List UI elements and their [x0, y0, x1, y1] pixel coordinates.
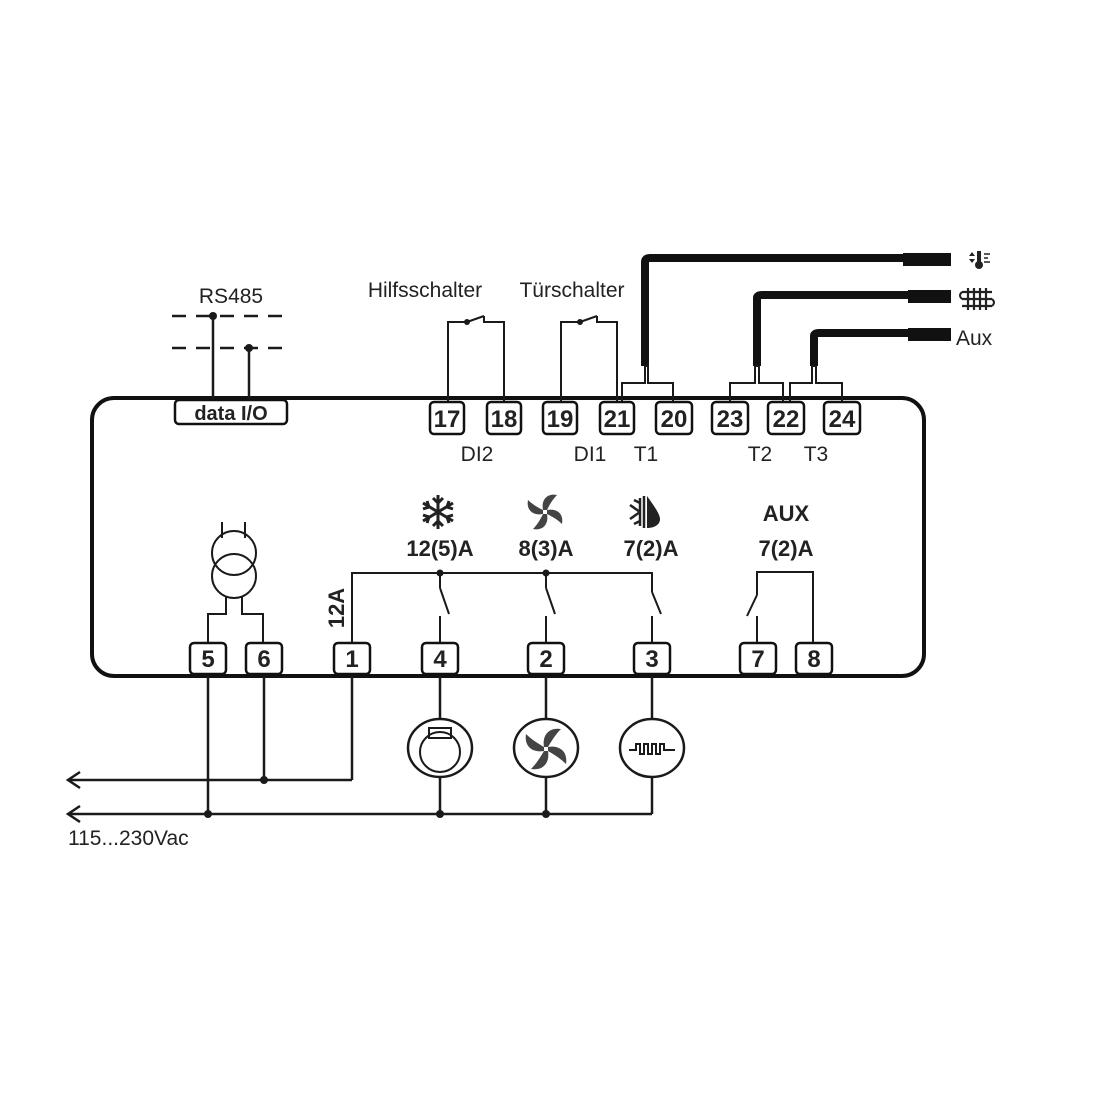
svg-text:5: 5: [201, 646, 214, 673]
t3-label: T3: [804, 443, 829, 466]
terminal-18[interactable]: 18: [485, 400, 523, 436]
relay-circuit: [351, 569, 814, 644]
t2-label: T2: [748, 443, 773, 466]
terminal-3[interactable]: 3: [632, 641, 672, 676]
svg-text:6: 6: [257, 646, 270, 673]
terminal-7[interactable]: 7: [738, 641, 778, 676]
thermometer-icon: [969, 251, 990, 269]
probe-tip-3: [908, 328, 951, 341]
bottom-terminal-row: 5 6 1 4 2 3 7 8: [188, 641, 834, 676]
svg-text:22: 22: [773, 406, 800, 433]
terminal-1[interactable]: 1: [332, 641, 372, 676]
t1-label: T1: [634, 443, 659, 466]
terminal-4[interactable]: 4: [420, 641, 460, 676]
supply-wiring: [65, 676, 654, 824]
terminal-8[interactable]: 8: [794, 641, 834, 676]
heater-icon: [618, 717, 686, 779]
svg-text:18: 18: [491, 406, 518, 433]
probe-cables: [621, 253, 951, 402]
svg-text:20: 20: [661, 406, 688, 433]
snowflake-icon: [422, 495, 454, 529]
supply-arrow-l: [65, 770, 81, 790]
supply-arrow-n: [65, 804, 81, 824]
svg-text:2: 2: [539, 646, 552, 673]
terminal-21[interactable]: 21: [598, 400, 636, 436]
terminal-24[interactable]: 24: [822, 400, 862, 436]
compressor-rating: 12(5)A: [406, 536, 473, 561]
svg-text:23: 23: [717, 406, 744, 433]
top-terminal-row: 17 18 19 21 20 23 22 24: [428, 400, 862, 436]
aux-switch-label: Hilfsschalter: [368, 279, 482, 302]
common-rating-label: 12A: [324, 588, 349, 628]
door-switch-symbol: [560, 315, 618, 402]
fan-motor-icon: [512, 717, 580, 779]
fan-icon: [527, 494, 563, 530]
svg-text:24: 24: [829, 406, 856, 433]
svg-text:7: 7: [751, 646, 764, 673]
di1-label: DI1: [574, 443, 607, 466]
fan-rating: 8(3)A: [518, 536, 573, 561]
supply-voltage-label: 115...230Vac: [68, 827, 189, 850]
aux-relay-rating: 7(2)A: [758, 536, 813, 561]
terminal-6[interactable]: 6: [244, 641, 284, 676]
svg-text:21: 21: [604, 406, 631, 433]
data-io-label: data I/O: [194, 403, 267, 425]
controller-housing: [90, 396, 926, 678]
rs485-label: RS485: [199, 285, 263, 308]
rs485-bus: [172, 312, 290, 400]
door-switch-label: Türschalter: [519, 279, 624, 302]
aux-switch-symbol: [447, 315, 505, 402]
terminal-17[interactable]: 17: [428, 400, 466, 436]
di2-label: DI2: [461, 443, 494, 466]
svg-text:19: 19: [547, 406, 574, 433]
terminal-22[interactable]: 22: [766, 400, 806, 436]
terminal-23[interactable]: 23: [710, 400, 750, 436]
probe-tip-2: [908, 290, 951, 303]
svg-text:1: 1: [345, 646, 358, 673]
aux-relay-title: AUX: [763, 501, 810, 526]
aux-probe-label: Aux: [956, 327, 993, 350]
terminal-5[interactable]: 5: [188, 641, 228, 676]
svg-text:17: 17: [434, 406, 461, 433]
svg-text:4: 4: [433, 646, 447, 673]
evaporator-coil-icon: [959, 288, 995, 310]
data-io-port: data I/O: [173, 398, 289, 426]
terminal-2[interactable]: 2: [526, 641, 566, 676]
terminal-19[interactable]: 19: [541, 400, 579, 436]
svg-text:8: 8: [807, 646, 820, 673]
defrost-icon: [629, 496, 660, 528]
svg-text:3: 3: [645, 646, 658, 673]
compressor-icon: [406, 717, 474, 779]
transformer-icon: [207, 522, 264, 644]
defrost-rating: 7(2)A: [623, 536, 678, 561]
terminal-20[interactable]: 20: [654, 400, 694, 436]
probe-tip-1: [903, 253, 951, 266]
